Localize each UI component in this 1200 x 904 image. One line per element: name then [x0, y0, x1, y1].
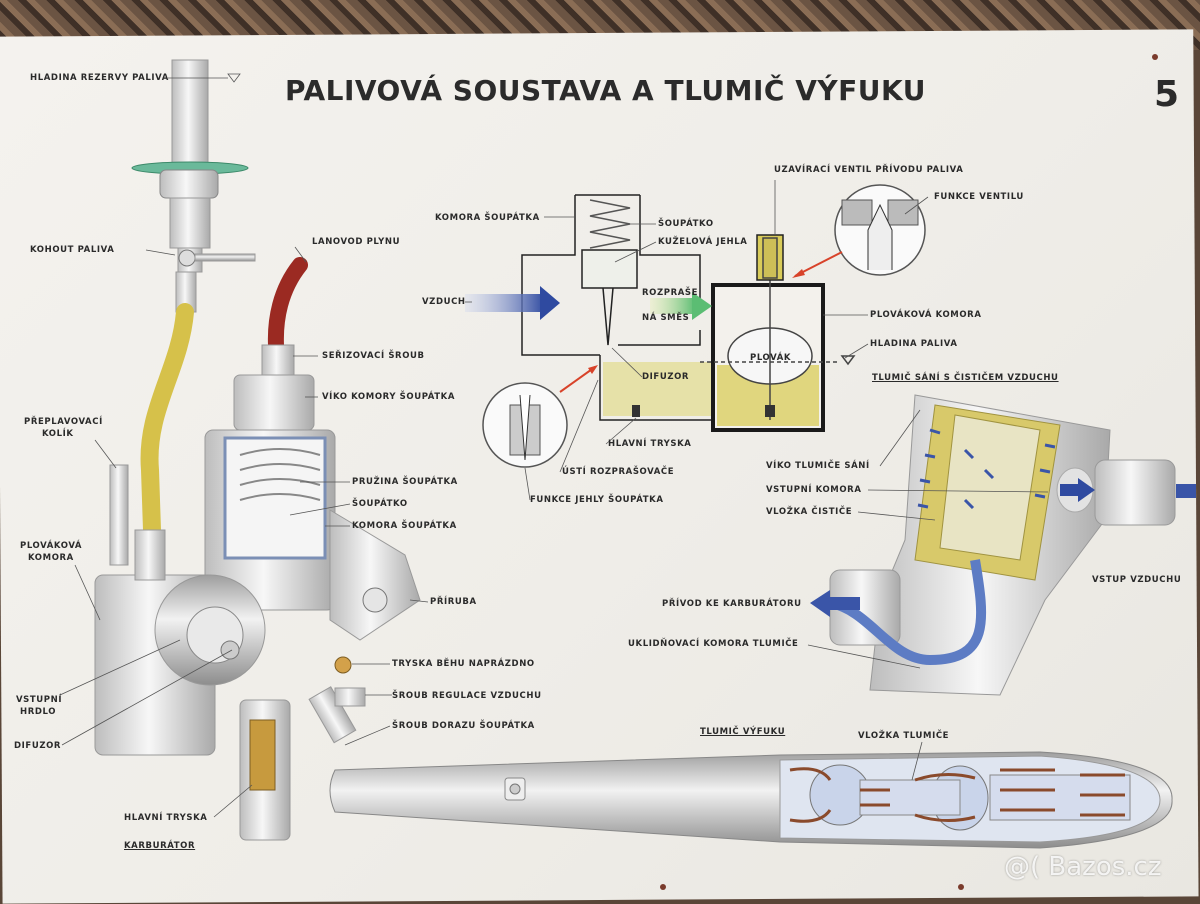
- air-flow-arrow-tip: [540, 286, 560, 320]
- label-schem-valve-function: FUNKCE VENTILU: [934, 192, 1024, 202]
- label-schem-air: VZDUCH: [422, 297, 466, 307]
- pointer-arrow-valve-tip: [792, 269, 805, 278]
- label-idle-jet: TRYSKA BĚHU NAPRÁZDNO: [392, 659, 535, 669]
- intake-arrow-edge-icon: [1176, 484, 1196, 498]
- mixture-flow-arrow-tip: [692, 292, 712, 320]
- label-schem-float-chamber: PLOVÁKOVÁ KOMORA: [870, 310, 982, 320]
- label-throttle-cable: LANOVOD PLYNU: [312, 237, 401, 247]
- label-float-chamber-1: PLOVÁKOVÁ: [20, 541, 83, 551]
- mixture-flow-arrow-icon: [650, 298, 695, 314]
- label-schem-mixture-2: NÁ SMĚS: [642, 313, 690, 323]
- label-slide-spring: PRUŽINA ŠOUPÁTKA: [352, 477, 458, 487]
- watermark: @( Bazos.cz: [1004, 852, 1162, 882]
- label-adjusting-screw: SEŘIZOVACÍ ŠROUB: [322, 351, 425, 361]
- exhaust-muffler: [329, 751, 1173, 849]
- label-tickler-2: KOLÍK: [42, 429, 74, 439]
- label-fuel-tap: KOHOUT PALIVA: [30, 245, 115, 255]
- leader-lines-middle: [465, 180, 929, 501]
- label-schem-atomizer-mouth: ÚSTÍ ROZPRAŠOVAČE: [562, 467, 675, 477]
- label-diffuser: DIFUZOR: [14, 741, 62, 751]
- label-schem-float: PLOVÁK: [750, 353, 792, 363]
- label-float-chamber-2: KOMORA: [28, 553, 74, 563]
- leader-lines-left: [59, 73, 429, 818]
- label-air-inlet: VSTUP VZDUCHU: [1092, 575, 1182, 585]
- label-calming-chamber: UKLIDŇOVACÍ KOMORA TLUMIČE: [628, 639, 799, 649]
- label-main-jet: HLAVNÍ TRYSKA: [124, 813, 208, 823]
- poster-pin: [660, 884, 666, 890]
- label-muffler-insert: VLOŽKA TLUMIČE: [858, 731, 950, 741]
- label-slide-chamber-cover: VÍKO KOMORY ŠOUPÁTKA: [322, 392, 456, 402]
- label-schem-fuel-level: HLADINA PALIVA: [870, 339, 958, 349]
- poster-pin: [958, 884, 964, 890]
- carburetor-schematic: [521, 194, 856, 432]
- label-silencer-cover: VÍKO TLUMIČE SÁNÍ: [766, 461, 870, 471]
- leader-lines-bottom: [911, 741, 923, 781]
- label-schem-needle: KUŽELOVÁ JEHLA: [658, 237, 748, 247]
- outlet-arrow-icon: [810, 590, 860, 617]
- label-schem-main-jet: HLAVNÍ TRYSKA: [608, 439, 692, 449]
- sheet-number: 5: [1154, 74, 1180, 115]
- label-schem-slide-chamber: KOMORA ŠOUPÁTKA: [435, 213, 540, 223]
- label-schem-mixture-1: ROZPRAŠE: [642, 288, 699, 298]
- pointer-arrow-needle: [559, 366, 596, 393]
- carburetor-body: [94, 344, 421, 841]
- label-carburetor: KARBURÁTOR: [124, 841, 196, 851]
- intake-arrow-icon: [1060, 478, 1095, 502]
- label-inlet-2: HRDLO: [20, 707, 57, 717]
- fuel-tap-assembly: [131, 59, 256, 313]
- label-flange: PŘÍRUBA: [430, 597, 477, 607]
- valve-detail-circle: [834, 184, 926, 276]
- page-title: PALIVOVÁ SOUSTAVA A TLUMIČ VÝFUKU: [285, 74, 926, 107]
- label-exhaust-muffler: TLUMIČ VÝFUKU: [700, 727, 786, 737]
- label-slide-stop-screw: ŠROUB DORAZU ŠOUPÁTKA: [392, 721, 535, 731]
- fuel-hose: [140, 303, 194, 539]
- intake-silencer: [828, 394, 1176, 696]
- label-carb-supply: PŘÍVOD KE KARBURÁTORU: [662, 599, 802, 609]
- exhaust-flow-arrow-icon: [789, 767, 1125, 823]
- label-schem-needle-function: FUNKCE JEHLY ŠOUPÁTKA: [530, 495, 664, 505]
- needle-detail-circle: [482, 382, 568, 468]
- leader-lines-right: [807, 409, 1049, 669]
- label-tickler-1: PŘEPLAVOVACÍ: [24, 417, 103, 427]
- label-slide: ŠOUPÁTKO: [352, 499, 408, 509]
- throttle-cable: [267, 257, 308, 353]
- label-schem-slide: ŠOUPÁTKO: [658, 219, 714, 229]
- label-inlet-1: VSTUPNÍ: [16, 695, 63, 705]
- pointer-arrow-needle-tip: [588, 365, 598, 374]
- label-inlet-chamber: VSTUPNÍ KOMORA: [766, 485, 862, 495]
- label-air-screw: ŠROUB REGULACE VZDUCHU: [392, 691, 542, 701]
- label-schem-shutoff-valve: UZAVÍRACÍ VENTIL PŘÍVODU PALIVA: [774, 165, 964, 175]
- label-fuel-reserve-level: HLADINA REZERVY PALIVA: [30, 73, 169, 83]
- label-filter-element: VLOŽKA ČISTIČE: [766, 507, 853, 517]
- poster-pin: [1152, 54, 1158, 60]
- label-intake-silencer: TLUMIČ SÁNÍ S ČISTIČEM VZDUCHU: [872, 373, 1059, 383]
- air-flow-arrow-icon: [465, 294, 545, 312]
- label-schem-diffuser: DIFUZOR: [642, 372, 690, 382]
- label-slide-chamber: KOMORA ŠOUPÁTKA: [352, 521, 457, 531]
